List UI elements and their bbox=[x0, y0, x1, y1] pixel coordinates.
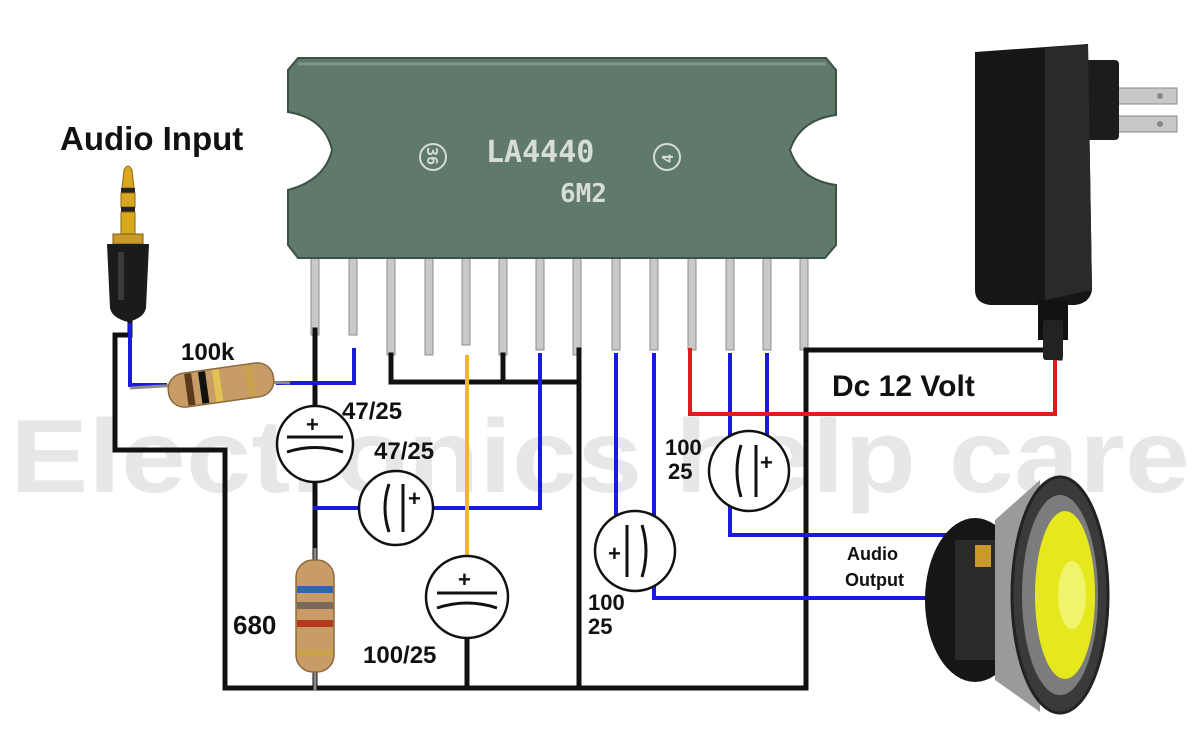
audio-output-label-line1: Audio bbox=[847, 544, 898, 564]
capacitor-c3: + bbox=[424, 554, 510, 640]
capacitor-c1: + bbox=[275, 404, 355, 484]
ic-body bbox=[287, 57, 837, 259]
supply-wire bbox=[688, 348, 1057, 416]
ic-chip: 36 4 LA4440 6M2 bbox=[287, 57, 837, 356]
svg-text:36: 36 bbox=[423, 147, 441, 165]
capacitor-c4-value: 100 bbox=[588, 590, 625, 615]
capacitor-c1-label: 47/25 bbox=[342, 398, 402, 425]
capacitor-c2-label: 47/25 bbox=[374, 438, 434, 465]
svg-text:4: 4 bbox=[659, 154, 677, 163]
capacitor-c5-value: 100 bbox=[665, 435, 702, 460]
svg-text:+: + bbox=[306, 412, 319, 437]
svg-text:+: + bbox=[608, 541, 621, 566]
resistor-100k bbox=[129, 362, 291, 408]
power-adapter bbox=[975, 44, 1178, 360]
svg-text:+: + bbox=[458, 567, 471, 592]
capacitor-c4: + bbox=[593, 509, 677, 593]
audio-input-label: Audio Input bbox=[60, 120, 243, 157]
capacitor-c2: + bbox=[357, 469, 435, 547]
watermark-text: Electronics help care bbox=[10, 399, 1190, 515]
audio-jack-plug bbox=[107, 165, 149, 322]
capacitor-c3-label: 100/25 bbox=[363, 642, 436, 669]
ic-mark-right bbox=[653, 143, 681, 171]
ic-part-number: LA4440 bbox=[486, 135, 594, 170]
resistor-680-label: 680 bbox=[233, 610, 276, 640]
ic-pins bbox=[310, 254, 809, 356]
resistor-100k-label: 100k bbox=[181, 339, 235, 366]
ic-date-code: 6M2 bbox=[560, 179, 607, 209]
audio-output-label-line2: Output bbox=[845, 570, 904, 590]
capacitor-c5-voltage: 25 bbox=[668, 459, 692, 484]
ic-mark-left bbox=[419, 143, 447, 171]
capacitor-c5: + bbox=[707, 429, 791, 513]
svg-text:+: + bbox=[760, 450, 773, 475]
capacitor-c4-voltage: 25 bbox=[588, 614, 612, 639]
svg-text:+: + bbox=[408, 486, 421, 511]
power-label: Dc 12 Volt bbox=[832, 370, 975, 403]
speaker bbox=[925, 475, 1110, 715]
resistor-680 bbox=[295, 548, 335, 690]
ground-wires bbox=[112, 317, 1063, 691]
